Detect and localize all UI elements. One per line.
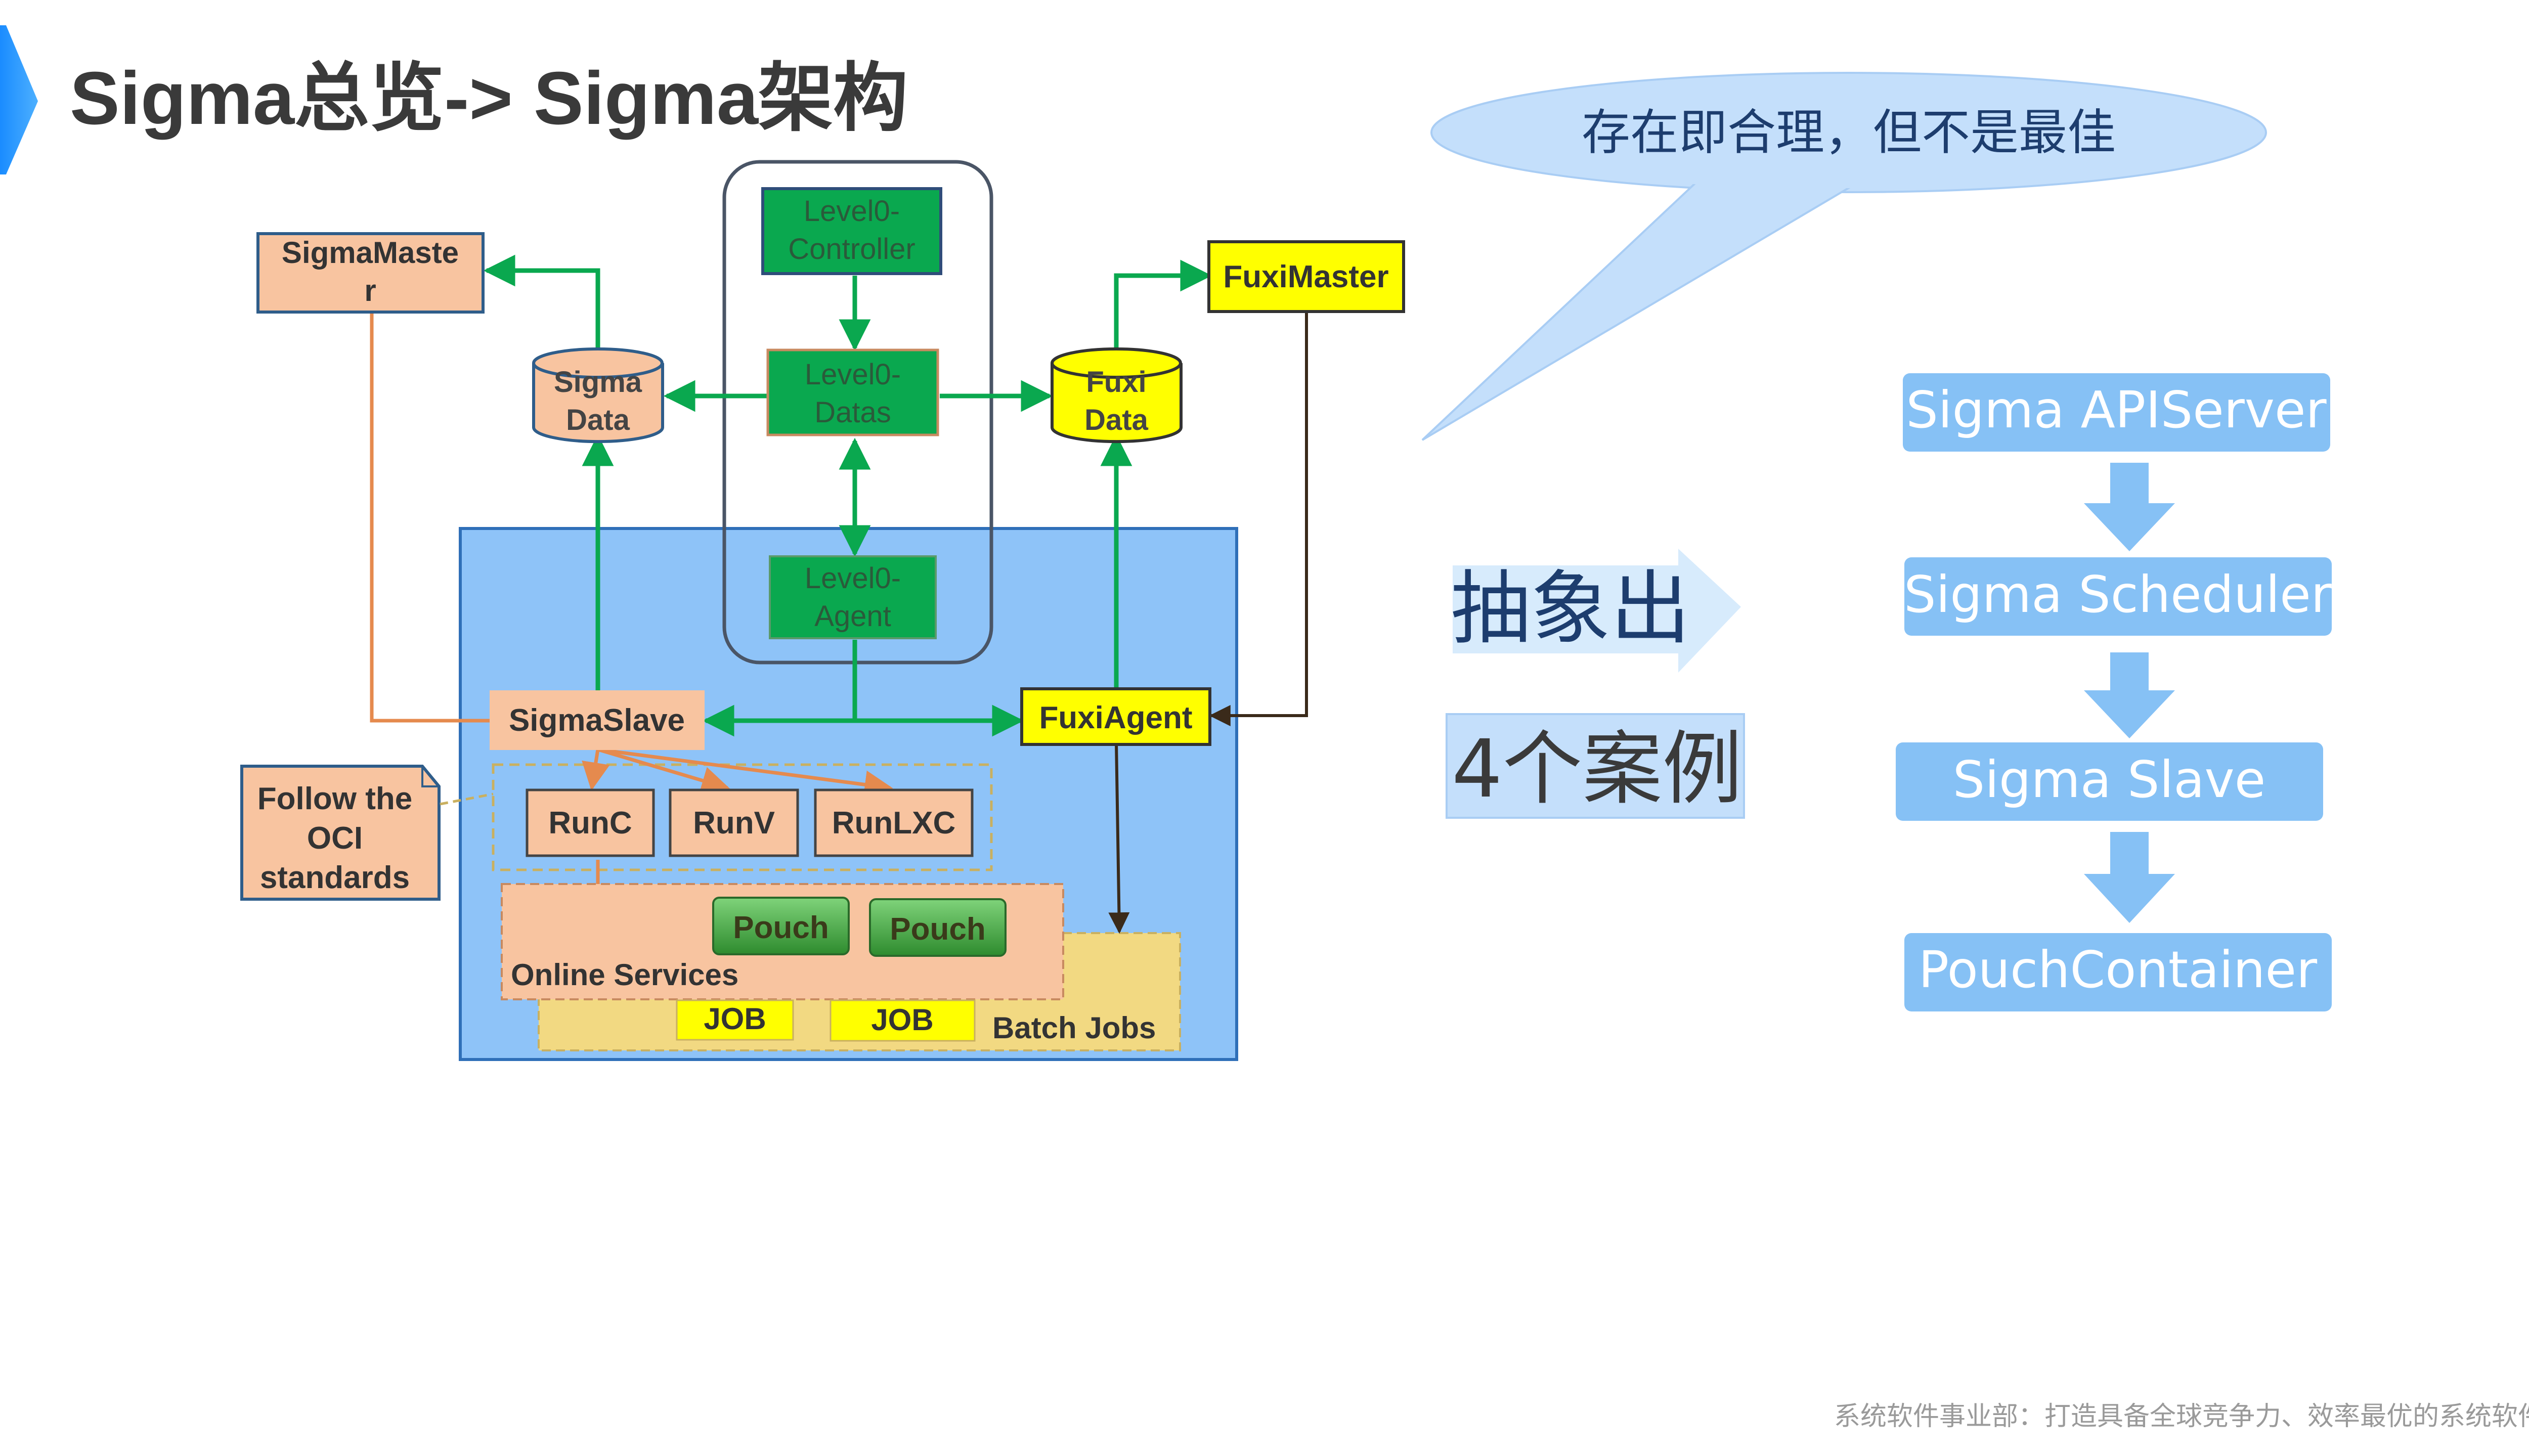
oci-label-2: OCI — [307, 821, 363, 856]
runc-label: RunC — [548, 806, 632, 841]
fuxi-data-cylinder — [1051, 347, 1183, 444]
pouch-node-2 — [869, 898, 1007, 957]
stack-arrow-2-icon — [2084, 652, 2175, 738]
level0-datas-node — [766, 348, 939, 436]
level0-datas-label: Level0- — [805, 358, 901, 391]
fuxi-master-label: FuxiMaster — [1223, 259, 1388, 294]
runtime-group — [492, 763, 993, 871]
page-title: Sigma总览-> Sigma架构 — [70, 57, 908, 140]
level0-group — [722, 160, 993, 665]
level0-controller-label-2: Controller — [788, 233, 915, 266]
stack-item-scheduler-label: Sigma Scheduler — [1904, 565, 2332, 624]
runv-label: RunV — [693, 806, 775, 841]
oci-label-3: standards — [260, 860, 410, 895]
stack-item-pouchcontainer — [1904, 933, 2332, 1011]
runc-node — [526, 788, 655, 857]
title-chevron-icon — [0, 25, 38, 174]
job-label-2: JOB — [871, 1003, 933, 1037]
oci-label-1: Follow the — [257, 781, 413, 816]
connectors-dark — [1108, 311, 1308, 934]
level0-agent-node — [769, 555, 937, 639]
callout-bubble — [1421, 72, 2267, 441]
cases-box — [1446, 713, 1745, 819]
sigma-slave-node — [490, 690, 705, 750]
oci-note — [240, 765, 441, 901]
stack-item-slave — [1896, 742, 2323, 821]
cases-label: 4个案例 — [1452, 723, 1742, 816]
connectors-orange — [370, 312, 893, 884]
pouch-label-2: Pouch — [890, 912, 985, 947]
sigma-master-label-2: r — [364, 274, 376, 307]
fuxi-agent-node — [1020, 687, 1211, 746]
oci-note-link — [440, 792, 494, 806]
abstract-arrow-icon — [1453, 549, 1741, 673]
sigma-data-label-2: Data — [566, 404, 630, 436]
batch-jobs-label: Batch Jobs — [992, 1011, 1156, 1045]
fuxi-agent-label: FuxiAgent — [1039, 700, 1192, 735]
sigma-master-node — [256, 232, 485, 314]
level0-datas-label-2: Datas — [814, 396, 891, 429]
pouch-label-1: Pouch — [733, 910, 829, 945]
job-node-2 — [830, 999, 976, 1042]
sigma-slave-label: SigmaSlave — [509, 703, 685, 738]
fuxi-master-node — [1207, 240, 1405, 313]
stack-item-scheduler — [1904, 557, 2332, 636]
stack-item-apiserver-label: Sigma APIServer — [1906, 380, 2327, 439]
fuxi-data-label-2: Data — [1084, 404, 1148, 436]
fuxi-data-label: Fuxi — [1086, 366, 1146, 399]
pouch-node-1 — [712, 897, 850, 955]
sigma-master-label: SigmaMaste — [282, 236, 459, 270]
sigma-data-label: Sigma — [554, 366, 642, 399]
runlxc-label: RunLXC — [832, 806, 956, 841]
sigma-data-cylinder — [532, 347, 664, 444]
online-services-label: Online Services — [511, 958, 738, 992]
stack-item-pouchcontainer-label: PouchContainer — [1918, 940, 2318, 999]
stack-arrow-3-icon — [2084, 832, 2175, 923]
level0-agent-label: Level0- — [805, 562, 901, 595]
stack-item-apiserver — [1903, 373, 2330, 452]
level0-agent-label-2: Agent — [814, 600, 891, 633]
stack-item-slave-label: Sigma Slave — [1953, 750, 2265, 809]
connectors-green — [483, 254, 1212, 737]
stack-arrow-1-icon — [2084, 463, 2175, 551]
runv-node — [669, 788, 799, 857]
footer-text: 系统软件事业部：打造具备全球竞争力、效率最优的系统软件 — [1834, 1401, 2529, 1432]
job-node-1 — [676, 999, 794, 1041]
runlxc-node — [814, 788, 974, 857]
level0-controller-label: Level0- — [804, 195, 900, 228]
callout-text: 存在即合理，但不是最佳 — [1582, 104, 2116, 161]
job-label-1: JOB — [704, 1002, 766, 1036]
level0-controller-node — [761, 187, 942, 275]
abstract-label: 抽象出 — [1451, 562, 1690, 655]
oci-note-fold — [421, 766, 439, 787]
